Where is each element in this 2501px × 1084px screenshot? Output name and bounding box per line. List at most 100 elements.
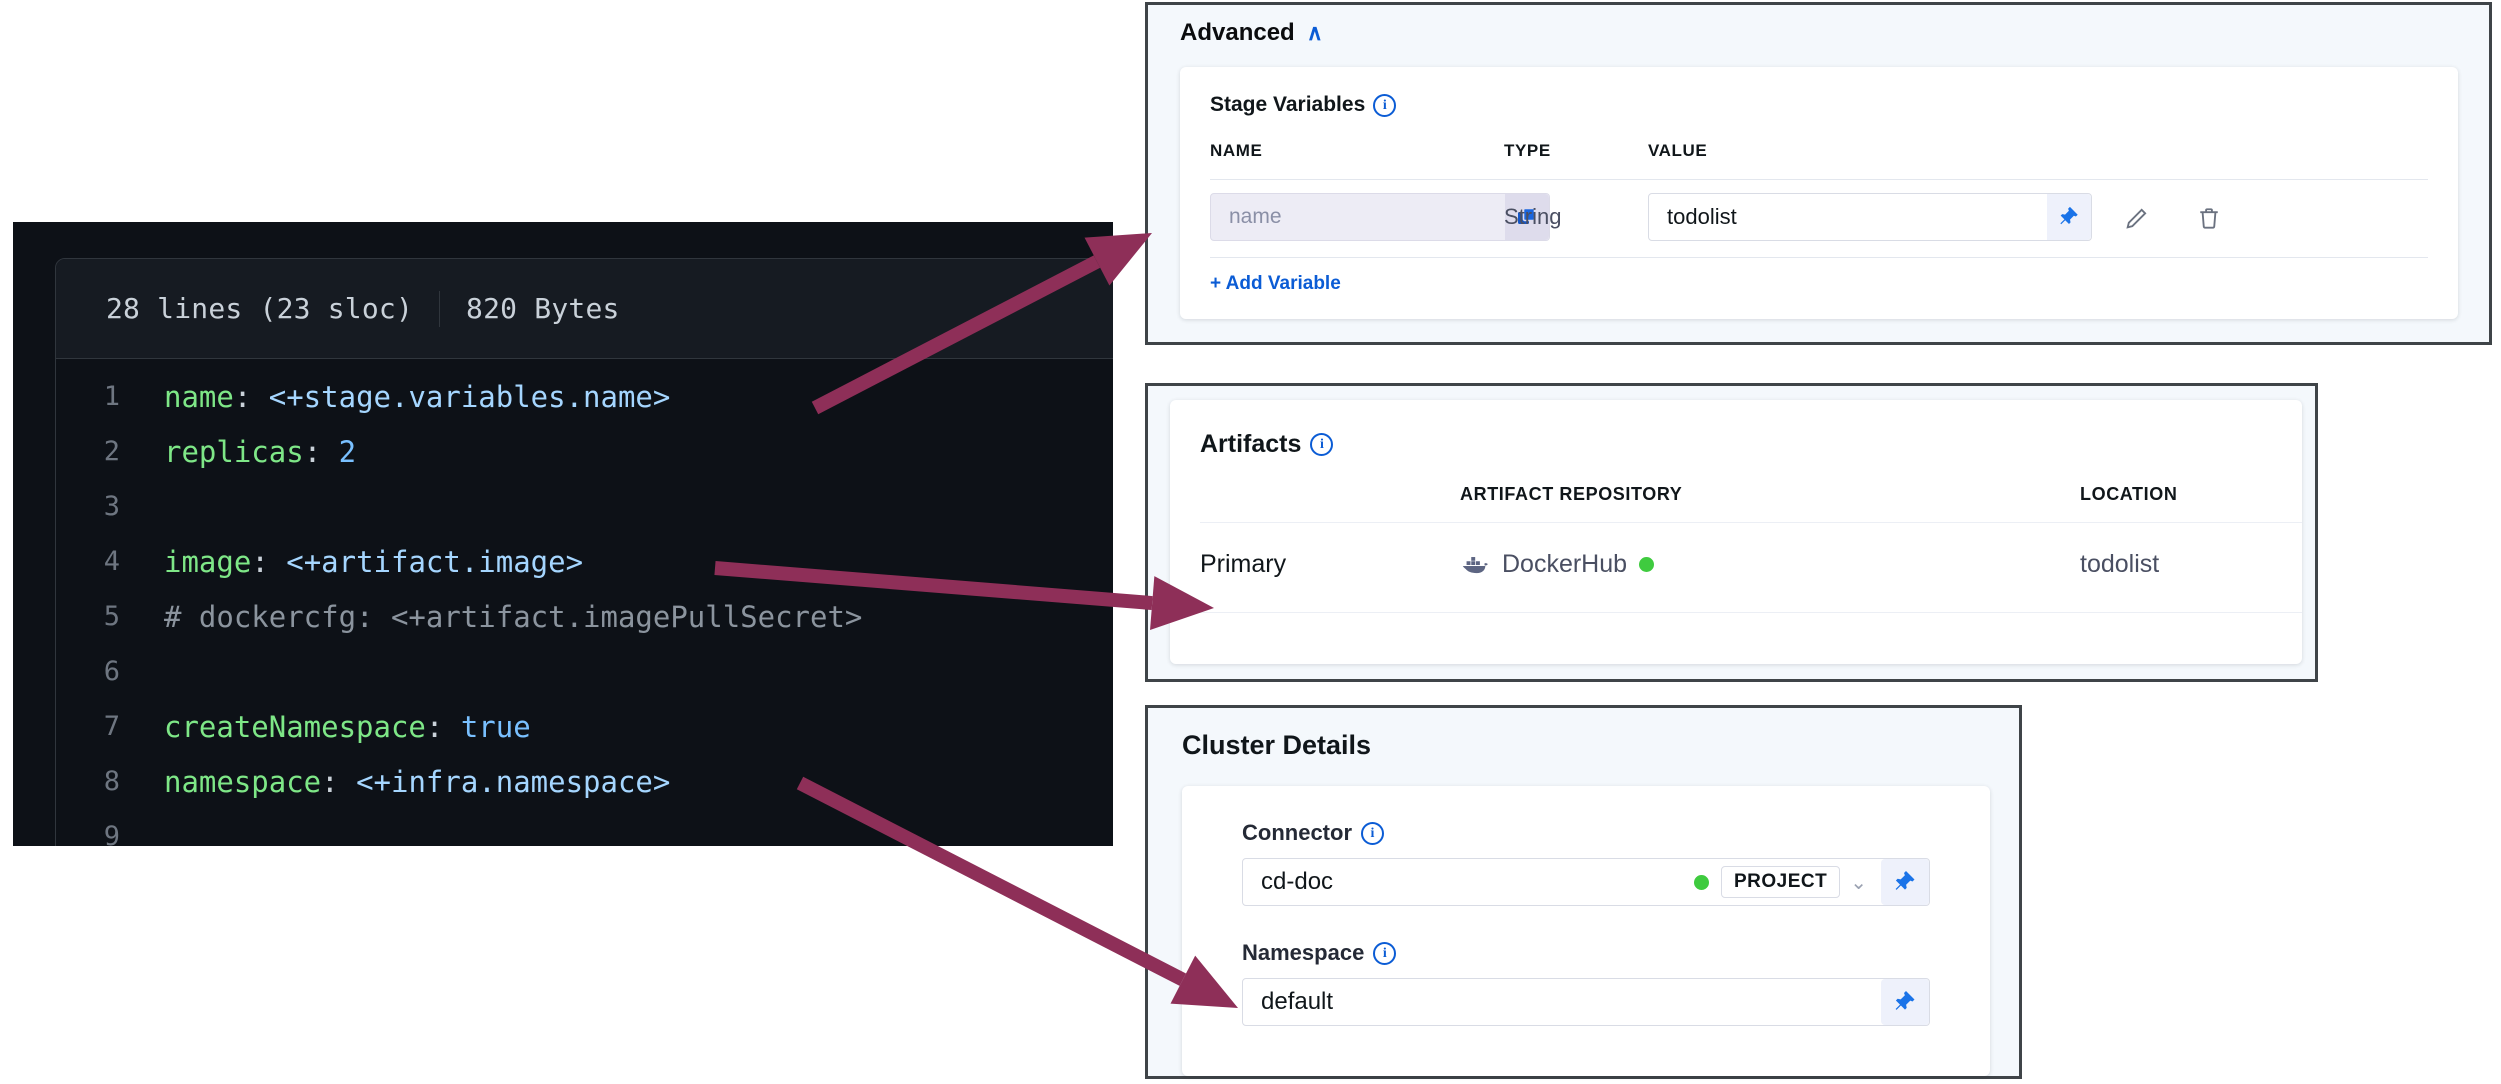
table-divider-top — [1200, 522, 2302, 523]
status-dot-icon — [1639, 557, 1655, 572]
artifact-kind: Primary — [1200, 550, 1287, 578]
delete-trash-icon[interactable] — [2192, 201, 2226, 235]
line-number: 6 — [103, 656, 120, 687]
line-text: name: <+stage.variables.name> — [164, 380, 670, 414]
code-token: : — [425, 709, 461, 744]
table-row: name String todolist — [1210, 193, 2428, 247]
artifacts-label: Artifacts i — [1200, 430, 1334, 459]
column-header-artifact-repository: ARTIFACT REPOSITORY — [1460, 484, 1683, 504]
line-number: 4 — [103, 546, 120, 577]
code-line: 4 image: <+artifact.image> — [56, 534, 1113, 589]
pin-icon[interactable] — [1881, 979, 1929, 1025]
status-dot-icon — [1693, 874, 1709, 890]
cluster-details-card: Connector i cd-doc PROJECT ⌄ Namesp — [1182, 786, 1990, 1076]
variable-value-input[interactable]: todolist — [1648, 193, 2092, 241]
code-token: name — [164, 379, 234, 414]
code-token: : — [303, 434, 339, 469]
line-number: 3 — [103, 491, 120, 522]
pin-icon[interactable] — [2047, 194, 2091, 240]
code-token: : — [251, 544, 287, 579]
artifact-repository-cell[interactable]: DockerHub — [1460, 550, 1655, 579]
code-viewer-header: 28 lines (23 sloc) 820 Bytes — [56, 259, 1113, 359]
add-variable-button[interactable]: + Add Variable — [1210, 273, 1341, 294]
code-token: <+artifact.image> — [286, 544, 584, 579]
variable-name-placeholder: name — [1229, 205, 1282, 228]
artifacts-card: Artifacts i ARTIFACT REPOSITORY LOCATION… — [1170, 400, 2302, 664]
docker-whale-icon — [1462, 556, 1488, 573]
variable-type-value: String — [1504, 204, 1562, 229]
connector-value: cd-doc — [1261, 868, 1334, 895]
cluster-details-title: Cluster Details — [1182, 730, 1372, 760]
advanced-section-header[interactable]: Advanced ∧ — [1180, 19, 1323, 47]
table-row: Primary DockerHub todolist — [1200, 540, 2302, 600]
code-token: # dockercfg: <+artifact.imagePullSecret> — [164, 599, 863, 634]
info-icon[interactable]: i — [1361, 821, 1384, 845]
connector-input[interactable]: cd-doc PROJECT ⌄ — [1242, 858, 1930, 906]
table-divider-bottom — [1200, 612, 2302, 613]
stage-variables-label-text: Stage Variables — [1210, 93, 1366, 116]
namespace-value: default — [1261, 988, 1334, 1015]
column-header-value: VALUE — [1648, 141, 1708, 160]
table-divider-bottom — [1210, 257, 2428, 258]
code-token: : — [321, 764, 357, 799]
advanced-panel: Advanced ∧ Stage Variables i NAME TYPE V… — [1145, 2, 2492, 345]
code-line: 7 createNamespace: true — [56, 699, 1113, 754]
code-line: 9 — [56, 809, 1113, 846]
namespace-label-text: Namespace — [1242, 940, 1365, 965]
copy-icon[interactable] — [1505, 194, 1549, 240]
code-lines-count: 28 lines (23 sloc) — [106, 292, 414, 325]
line-text: namespace: <+infra.namespace> — [164, 765, 670, 799]
info-icon[interactable]: i — [1373, 93, 1397, 117]
code-line: 1 name: <+stage.variables.name> — [56, 369, 1113, 424]
stage-variables-column-headers: NAME TYPE VALUE — [1210, 141, 2428, 175]
chevron-down-icon[interactable]: ⌄ — [1850, 871, 1867, 894]
line-text: createNamespace: true — [164, 710, 531, 744]
table-divider-top — [1210, 179, 2428, 180]
code-file-size: 820 Bytes — [466, 292, 620, 325]
code-line: 6 — [56, 644, 1113, 699]
namespace-input[interactable]: default — [1242, 978, 1930, 1026]
header-divider — [439, 290, 441, 327]
code-token: image — [164, 544, 252, 579]
artifact-location: todolist — [2080, 550, 2160, 578]
line-number: 7 — [103, 711, 120, 742]
code-token: : — [233, 379, 269, 414]
connector-field-label: Connector i — [1242, 820, 1384, 846]
column-header-name: NAME — [1210, 141, 1263, 160]
line-number: 1 — [103, 381, 120, 412]
connector-right-adornments: PROJECT ⌄ — [1693, 859, 1929, 905]
variable-name-input[interactable]: name — [1210, 193, 1550, 241]
code-token: namespace — [164, 764, 322, 799]
namespace-field-label: Namespace i — [1242, 940, 1397, 966]
pin-icon[interactable] — [1881, 859, 1929, 905]
column-header-type: TYPE — [1504, 141, 1551, 160]
connector-scope-chip: PROJECT — [1720, 866, 1841, 898]
code-token: <+stage.variables.name> — [268, 379, 671, 414]
artifacts-column-headers: ARTIFACT REPOSITORY LOCATION — [1200, 484, 2302, 514]
line-text: # dockercfg: <+artifact.imagePullSecret> — [164, 600, 862, 634]
artifacts-label-text: Artifacts — [1200, 430, 1302, 458]
code-viewer-card: 28 lines (23 sloc) 820 Bytes 1 name: <+st… — [55, 258, 1113, 846]
info-icon[interactable]: i — [1310, 433, 1334, 456]
namespace-right-adornments — [1881, 979, 1929, 1025]
artifact-repository-name: DockerHub — [1502, 550, 1628, 578]
line-text: image: <+artifact.image> — [164, 545, 583, 579]
code-token: true — [460, 709, 531, 744]
code-line: 5 # dockercfg: <+artifact.imagePullSecret… — [56, 589, 1113, 644]
code-token: 2 — [338, 434, 357, 469]
line-number: 5 — [103, 601, 120, 632]
line-number: 2 — [103, 436, 120, 467]
stage-variables-card: Stage Variables i NAME TYPE VALUE name — [1180, 67, 2458, 319]
cluster-details-panel: Cluster Details Connector i cd-doc PROJE… — [1145, 705, 2022, 1079]
connector-label-text: Connector — [1242, 820, 1352, 845]
code-viewer-panel: 28 lines (23 sloc) 820 Bytes 1 name: <+st… — [13, 222, 1113, 846]
edit-pencil-icon[interactable] — [2120, 201, 2154, 235]
variable-value-text: todolist — [1667, 204, 1737, 229]
info-icon[interactable]: i — [1373, 941, 1397, 965]
code-line: 3 — [56, 479, 1113, 534]
chevron-up-icon[interactable]: ∧ — [1306, 20, 1323, 45]
